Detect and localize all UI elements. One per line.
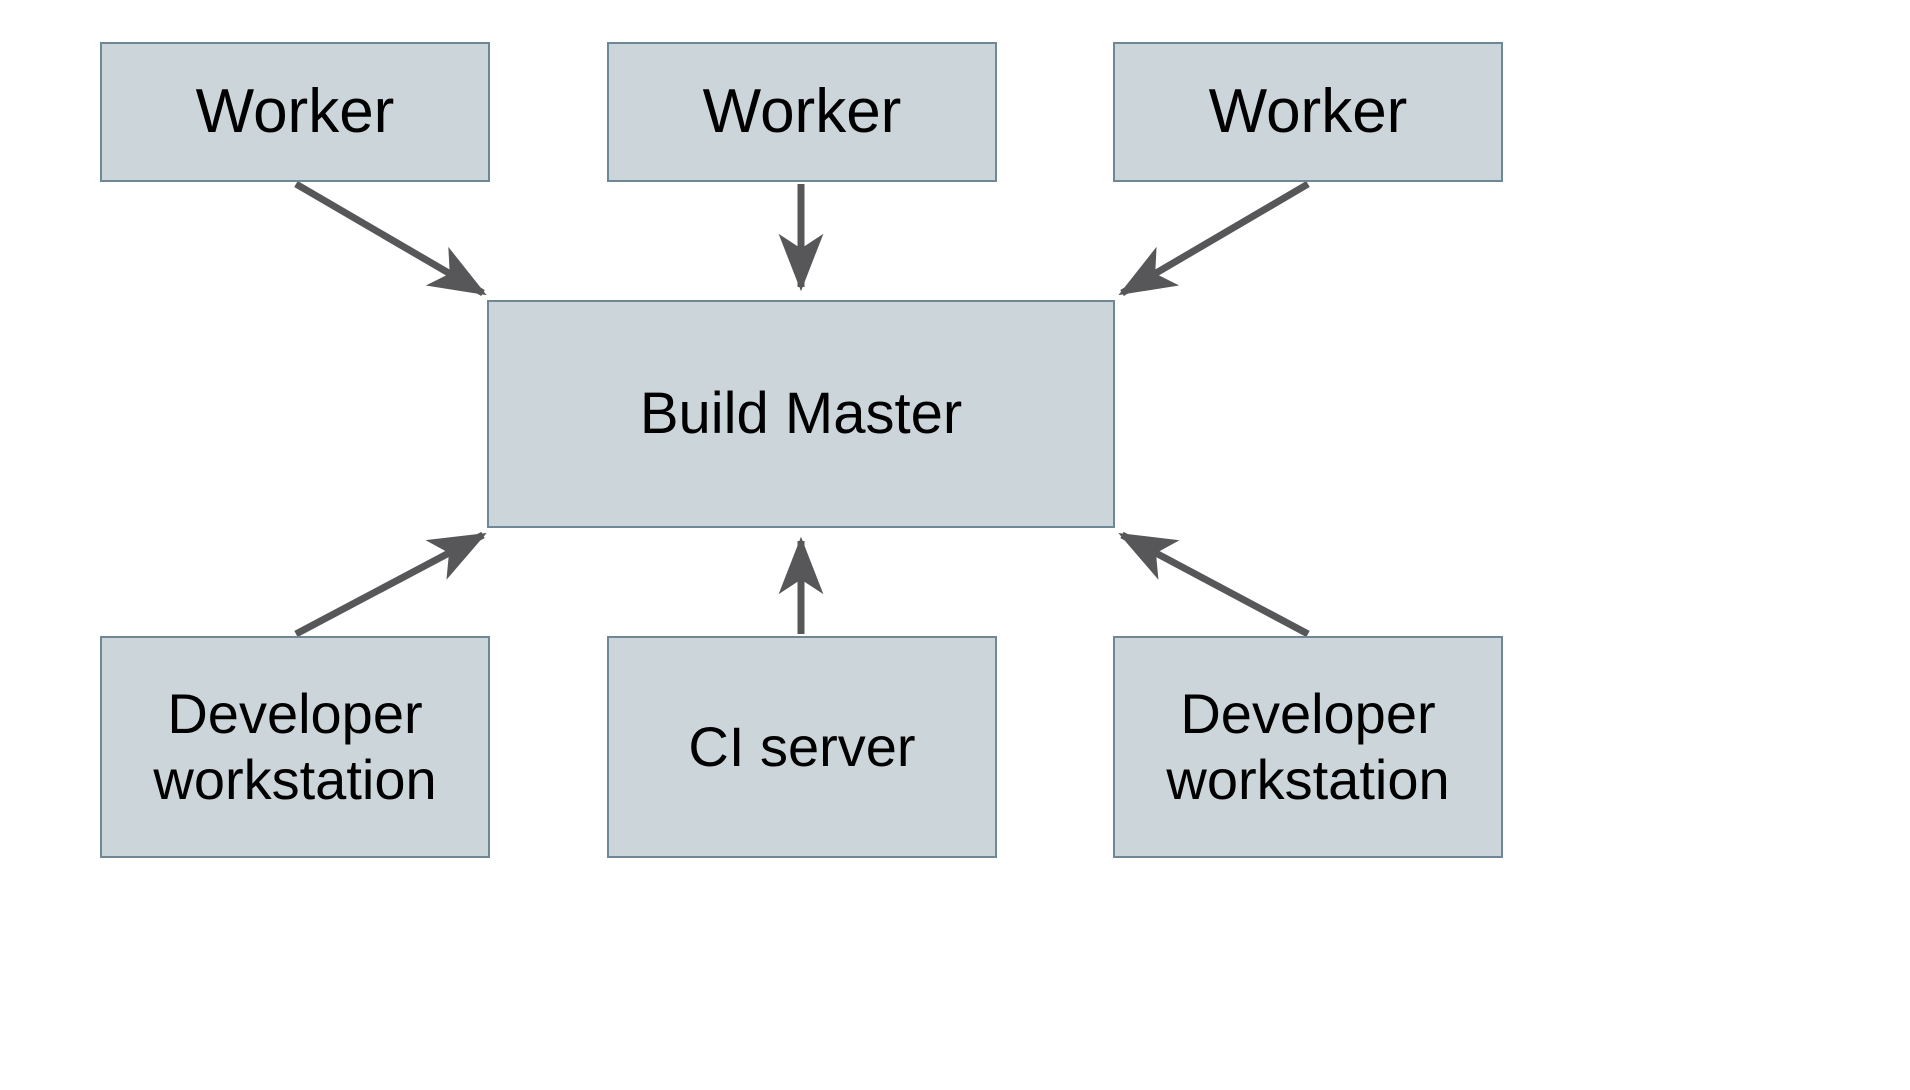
node-developer-workstation-left[interactable]: Developer workstation bbox=[100, 636, 490, 858]
node-ci-server[interactable]: CI server bbox=[607, 636, 997, 858]
node-worker-2[interactable]: Worker bbox=[607, 42, 997, 182]
edge-worker3-to-master bbox=[1118, 180, 1310, 297]
node-developer-workstation-left-label: Developer workstation bbox=[153, 681, 437, 811]
node-developer-workstation-right-label: Developer workstation bbox=[1166, 681, 1450, 811]
node-build-master-label: Build Master bbox=[639, 380, 963, 446]
edge-worker1-to-master bbox=[294, 180, 487, 297]
edge-devright-to-master bbox=[1118, 531, 1310, 638]
node-developer-workstation-right[interactable]: Developer workstation bbox=[1113, 636, 1503, 858]
node-worker-2-label: Worker bbox=[702, 77, 902, 147]
edge-devleft-to-master bbox=[294, 531, 487, 638]
node-ci-server-label: CI server bbox=[688, 714, 916, 778]
node-worker-1-label: Worker bbox=[195, 77, 395, 147]
node-build-master[interactable]: Build Master bbox=[487, 300, 1115, 528]
node-worker-1[interactable]: Worker bbox=[100, 42, 490, 182]
node-worker-3-label: Worker bbox=[1208, 77, 1408, 147]
node-worker-3[interactable]: Worker bbox=[1113, 42, 1503, 182]
